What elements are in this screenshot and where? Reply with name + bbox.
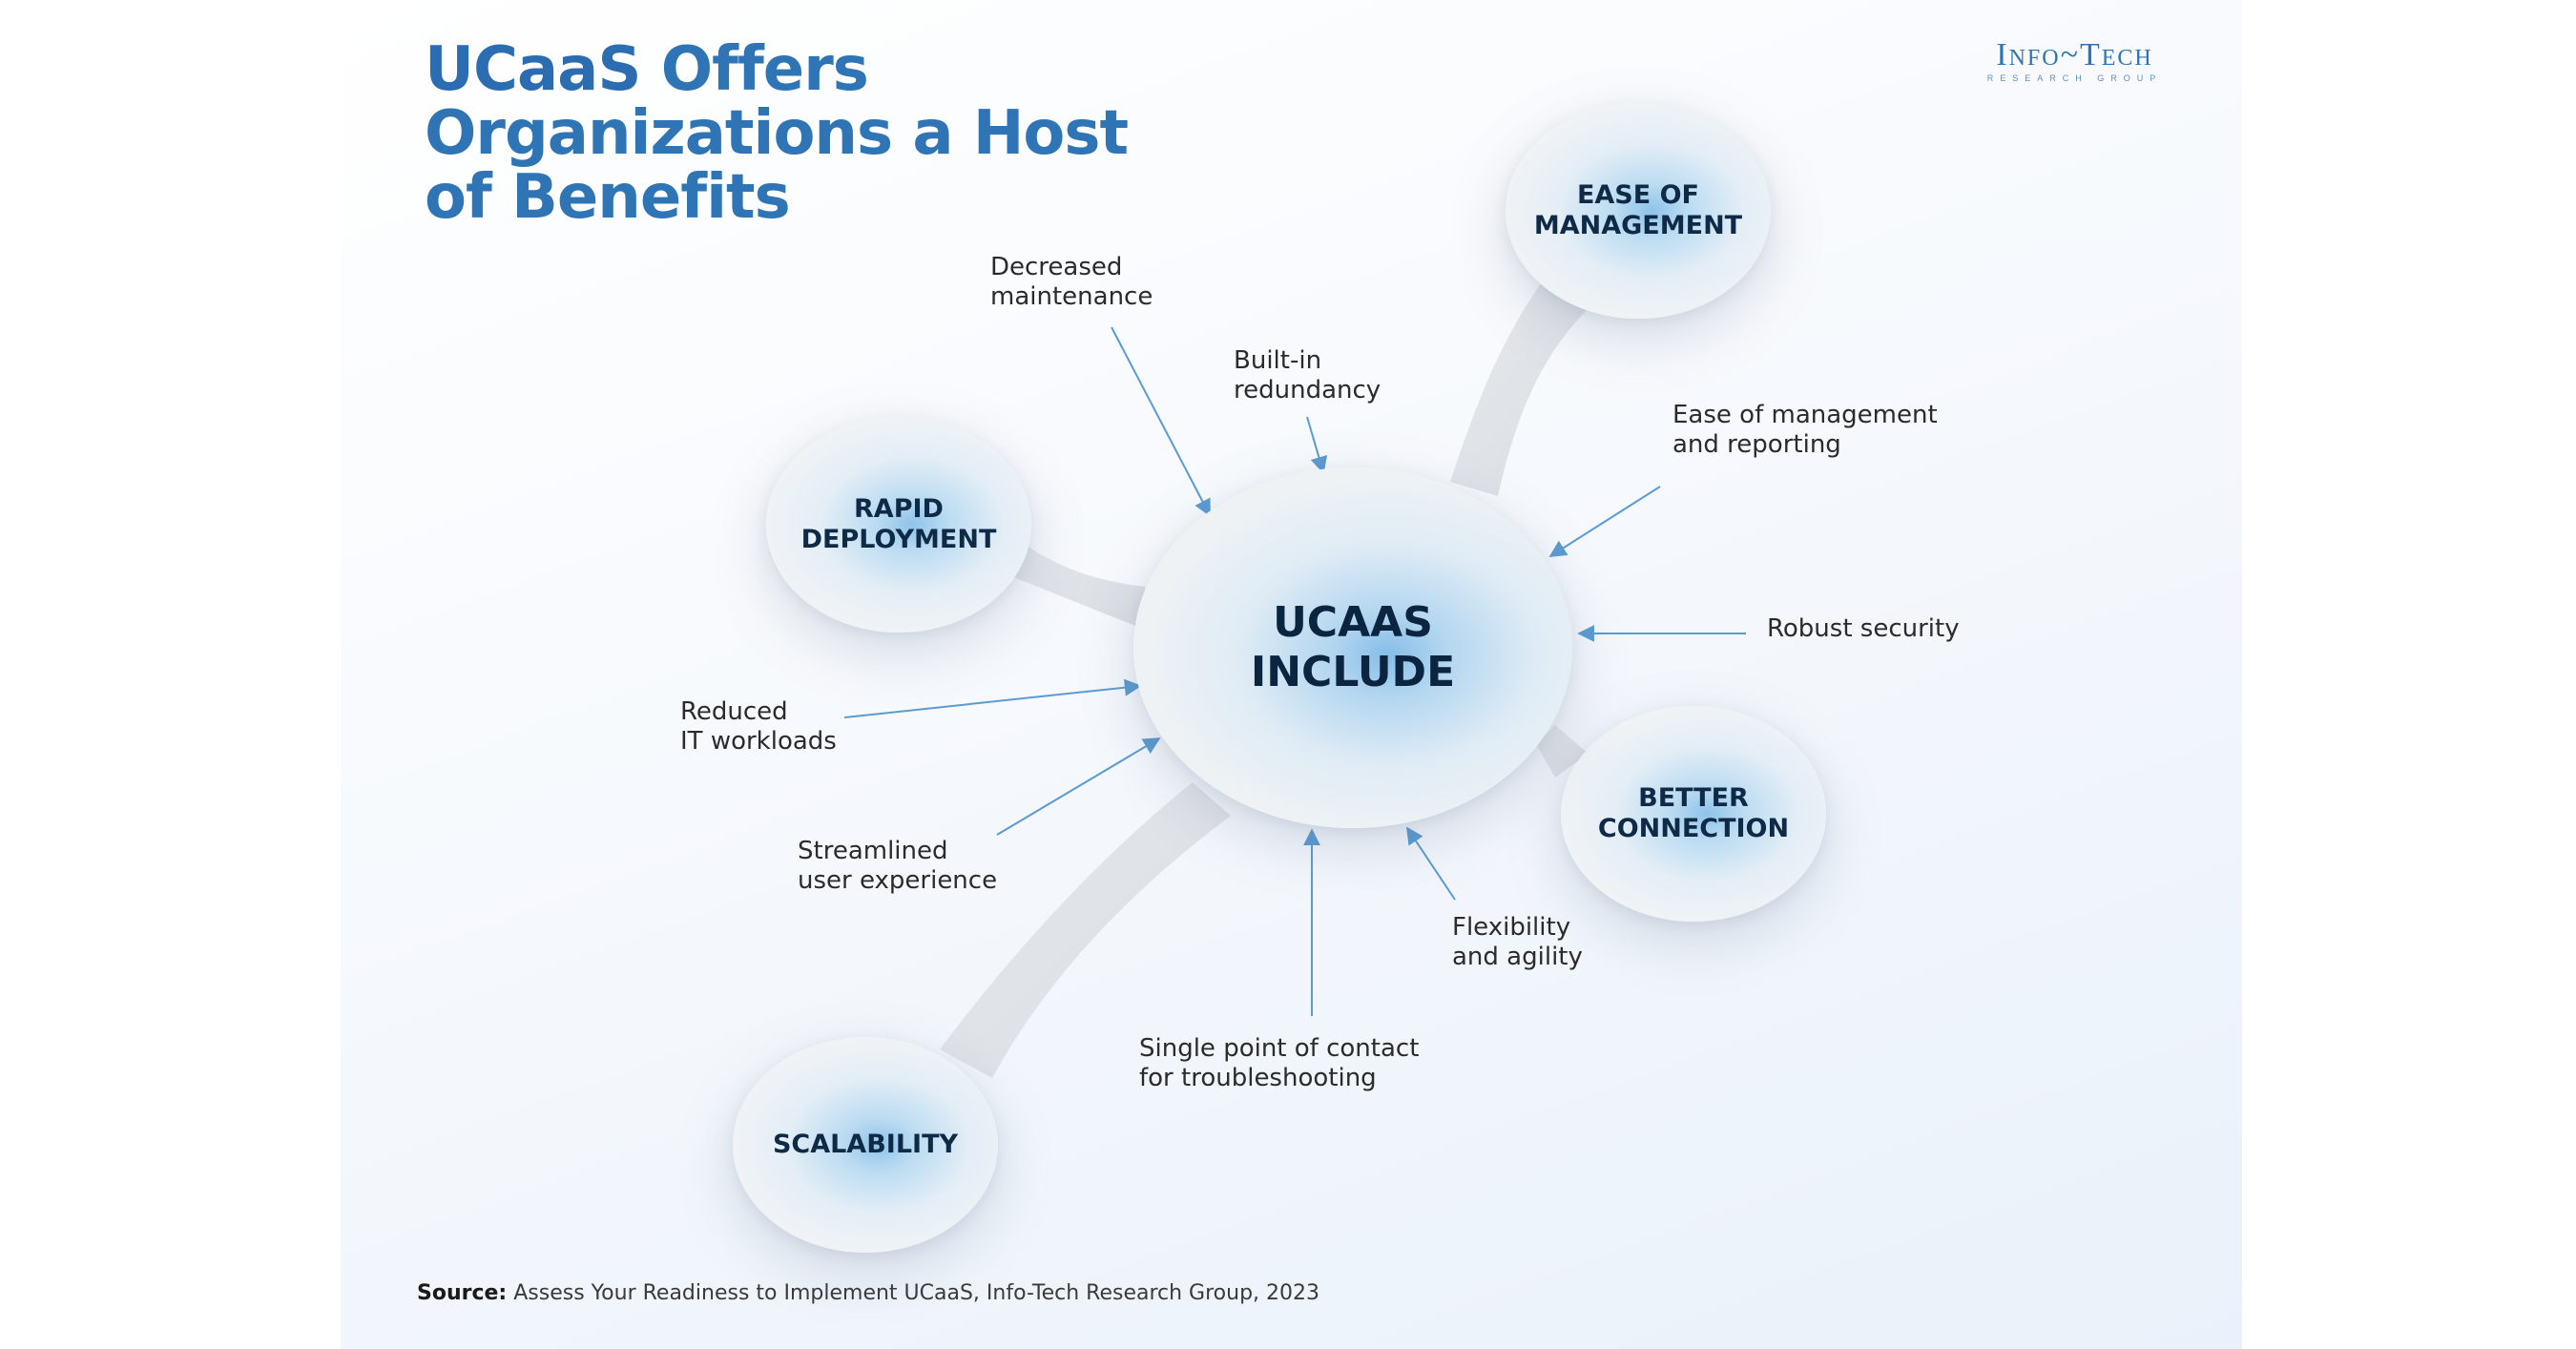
source-citation: Source: Assess Your Readiness to Impleme… xyxy=(417,1281,1319,1305)
stalk-better xyxy=(1536,725,1589,778)
bubble-ease-of-management: EASE OF MANAGEMENT xyxy=(1506,103,1771,319)
page-title: UCaaS Offers Organizations a Host of Ben… xyxy=(425,38,1129,233)
benefit-reduced-it-workloads: Reduced IT workloads xyxy=(680,697,837,756)
arrow-built-in-redundancy xyxy=(1306,416,1328,474)
arrow-reduced-it-workloads xyxy=(843,678,1142,718)
bubble-label: EASE OF MANAGEMENT xyxy=(1533,180,1743,240)
title-line-2: Organizations a Host xyxy=(425,98,1129,169)
source-text: Assess Your Readiness to Implement UCaaS… xyxy=(507,1281,1320,1305)
logo-subtitle: RESEARCH GROUP xyxy=(1986,73,2163,83)
logo-wordmark: Info~Tech xyxy=(1996,37,2153,73)
benefit-single-point-of-contact: Single point of contact for troubleshoot… xyxy=(1139,1034,1420,1092)
source-label: Source: xyxy=(417,1281,508,1305)
bubble-scalability: SCALABILITY xyxy=(733,1037,998,1253)
center-label: UCAAS INCLUDE xyxy=(1250,598,1456,696)
stalk-ease xyxy=(1450,277,1603,496)
info-tech-logo: Info~Tech RESEARCH GROUP xyxy=(1986,38,2163,84)
arrow-streamlined-user-experience xyxy=(996,737,1161,836)
bubble-label: RAPID DEPLOYMENT xyxy=(800,494,997,554)
title-line-1: UCaaS Offers xyxy=(425,38,1128,102)
bubble-center-ucaas-include: UCAAS INCLUDE xyxy=(1133,467,1572,828)
benefit-ease-of-management-reporting: Ease of management and reporting xyxy=(1672,401,1938,459)
bubble-better-connection: BETTER CONNECTION xyxy=(1561,706,1826,922)
benefit-robust-security: Robust security xyxy=(1767,614,1960,643)
benefit-built-in-redundancy: Built-in redundancy xyxy=(1234,346,1381,405)
title-brand: UCaaS xyxy=(425,34,641,105)
title-line-1-rest: Offers xyxy=(640,34,869,105)
stalk-rapid xyxy=(1002,534,1145,630)
arrow-flexibility-agility xyxy=(1406,826,1456,901)
bubble-label: SCALABILITY xyxy=(772,1130,959,1159)
title-line-3: of Benefits xyxy=(425,162,791,233)
benefit-flexibility-agility: Flexibility and agility xyxy=(1452,913,1583,971)
bubble-label: BETTER CONNECTION xyxy=(1597,783,1790,843)
benefit-streamlined-user-experience: Streamlined user experience xyxy=(798,837,998,895)
arrow-decreased-maintenance xyxy=(1111,326,1211,517)
bubble-rapid-deployment: RAPID DEPLOYMENT xyxy=(766,417,1031,633)
benefit-decreased-maintenance: Decreased maintenance xyxy=(990,253,1153,311)
arrow-ease-of-management xyxy=(1548,486,1661,557)
stalk-scalability xyxy=(940,782,1231,1078)
